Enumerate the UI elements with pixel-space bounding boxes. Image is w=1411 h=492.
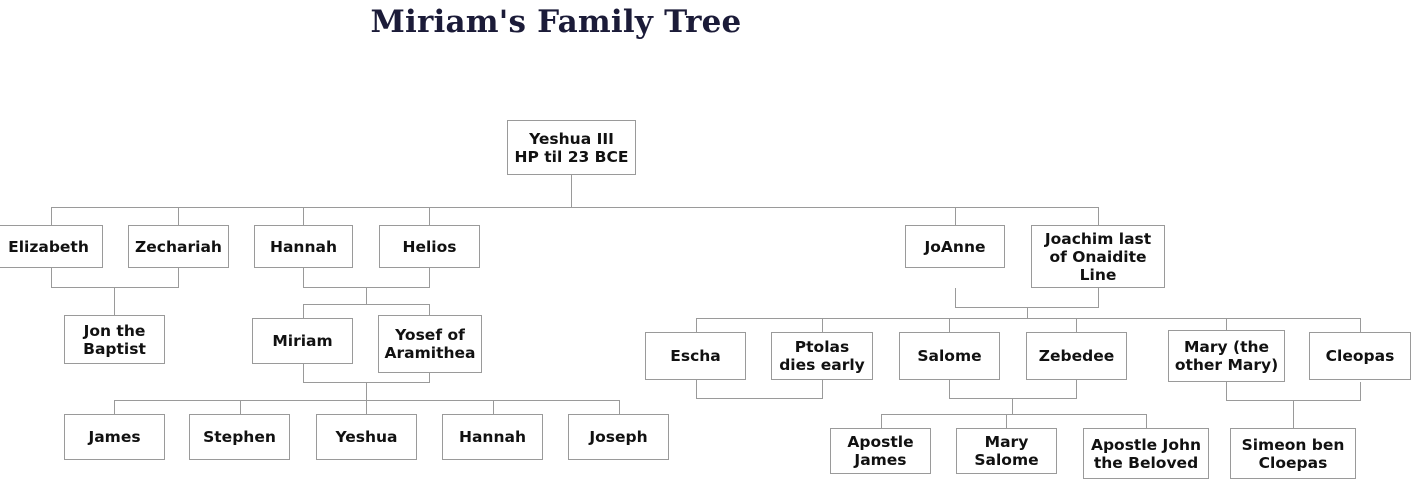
node-ptolas[interactable]: Ptolas dies early bbox=[771, 332, 873, 380]
edge-children-bus-hannah-helios bbox=[303, 304, 430, 305]
edge-union-joanne-stem bbox=[955, 288, 956, 307]
edge-children-stem-hannah-helios bbox=[366, 287, 367, 304]
edge-union-bar-escha-ptolas bbox=[696, 398, 823, 399]
node-yeshua[interactable]: Yeshua bbox=[316, 414, 417, 460]
edge-union-miriam-stem bbox=[303, 364, 304, 382]
edge-children-bus-salome-zebedee bbox=[881, 414, 1146, 415]
edge-drop-yosef bbox=[429, 304, 430, 318]
node-joanne[interactable]: JoAnne bbox=[905, 225, 1005, 268]
node-yosef-of-aramithea[interactable]: Yosef of Aramithea bbox=[378, 315, 482, 373]
edge-drop-yeshua bbox=[366, 400, 367, 414]
node-zebedee[interactable]: Zebedee bbox=[1026, 332, 1127, 380]
edge-union-salome-stem bbox=[949, 380, 950, 398]
edge-drop-joachim bbox=[1098, 207, 1099, 225]
edge-drop-ptolas bbox=[822, 318, 823, 332]
node-stephen[interactable]: Stephen bbox=[189, 414, 290, 460]
edge-drop-zechariah bbox=[178, 207, 179, 225]
node-apostle-james[interactable]: Apostle James bbox=[830, 428, 931, 474]
edge-drop-miriam bbox=[303, 304, 304, 318]
edge-drop-hannah bbox=[303, 207, 304, 225]
edge-drop-cleopas bbox=[1360, 318, 1361, 332]
node-joseph[interactable]: Joseph bbox=[568, 414, 669, 460]
edge-drop-helios bbox=[429, 207, 430, 225]
edge-drop-escha bbox=[696, 318, 697, 332]
edge-root-stem bbox=[571, 175, 572, 208]
edge-union-bar-salome-zebedee bbox=[949, 398, 1077, 399]
edge-union-hannah-stem bbox=[303, 268, 304, 287]
node-simeon-ben-cloepas[interactable]: Simeon ben Cloepas bbox=[1230, 428, 1356, 479]
node-mary-salome[interactable]: Mary Salome bbox=[956, 428, 1057, 474]
node-mary-the-other-mary[interactable]: Mary (the other Mary) bbox=[1168, 330, 1285, 382]
edge-drop-joseph bbox=[619, 400, 620, 414]
edge-children-stem-salome-zebedee bbox=[1012, 398, 1013, 414]
edge-drop-zebedee bbox=[1076, 318, 1077, 332]
edge-children-bus-joanne-joachim bbox=[696, 318, 1361, 319]
edge-children-stem-joanne-joachim bbox=[1027, 307, 1028, 318]
edge-children-stem-miriam-yosef bbox=[366, 382, 367, 400]
edge-union-marytheother-stem bbox=[1226, 382, 1227, 400]
edge-drop-apostlejohn bbox=[1146, 414, 1147, 428]
edge-union-zebedee-stem bbox=[1076, 380, 1077, 398]
node-cleopas[interactable]: Cleopas bbox=[1309, 332, 1411, 380]
edge-union-escha-stem bbox=[696, 380, 697, 398]
edge-drop-apostlejames bbox=[881, 414, 882, 428]
node-elizabeth[interactable]: Elizabeth bbox=[0, 225, 103, 268]
node-joachim[interactable]: Joachim last of Onaidite Line bbox=[1031, 225, 1165, 288]
node-hannah[interactable]: Hannah bbox=[254, 225, 353, 268]
edge-drop-salome bbox=[949, 318, 950, 332]
node-escha[interactable]: Escha bbox=[645, 332, 746, 380]
edge-drop-joanne bbox=[955, 207, 956, 225]
edge-drop-james bbox=[114, 400, 115, 414]
edge-union-cleopas-stem bbox=[1360, 382, 1361, 400]
node-apostle-john-the-beloved[interactable]: Apostle John the Beloved bbox=[1083, 428, 1209, 479]
node-helios[interactable]: Helios bbox=[379, 225, 480, 268]
edge-child-simeon bbox=[1293, 400, 1294, 428]
edge-drop-stephen bbox=[240, 400, 241, 414]
node-hannah-child[interactable]: Hannah bbox=[442, 414, 543, 460]
node-zechariah[interactable]: Zechariah bbox=[128, 225, 229, 268]
node-miriam[interactable]: Miriam bbox=[252, 318, 353, 364]
edge-drop-elizabeth bbox=[51, 207, 52, 225]
node-salome[interactable]: Salome bbox=[899, 332, 1000, 380]
edge-drop-hannah2 bbox=[493, 400, 494, 414]
edge-union-joachim-stem bbox=[1098, 288, 1099, 307]
edge-union-elizabeth-stem bbox=[51, 268, 52, 287]
edge-union-ptolas-stem bbox=[822, 380, 823, 398]
node-yeshua-iii[interactable]: Yeshua III HP til 23 BCE bbox=[507, 120, 636, 175]
page-title: Miriam's Family Tree bbox=[370, 4, 742, 40]
edge-child-jonbaptist bbox=[114, 287, 115, 315]
edge-union-bar-elizabeth-zechariah bbox=[51, 287, 179, 288]
edge-generation2-bus bbox=[51, 207, 1099, 208]
edge-union-zechariah-stem bbox=[178, 268, 179, 287]
node-jon-the-baptist[interactable]: Jon the Baptist bbox=[64, 315, 165, 364]
edge-union-yosef-stem bbox=[429, 364, 430, 382]
edge-union-helios-stem bbox=[429, 268, 430, 287]
edge-drop-marysalome bbox=[1006, 414, 1007, 428]
node-james[interactable]: James bbox=[64, 414, 165, 460]
edge-drop-marytheother bbox=[1226, 318, 1227, 332]
